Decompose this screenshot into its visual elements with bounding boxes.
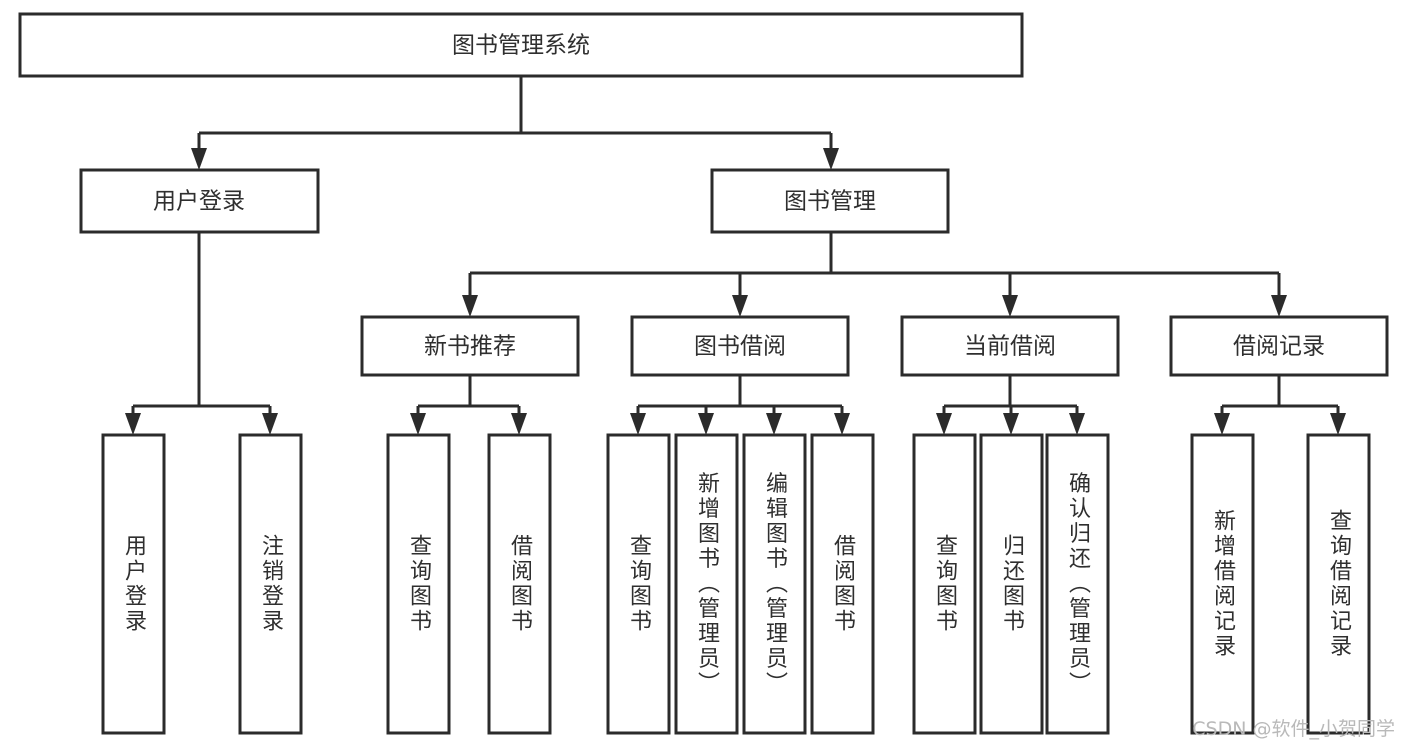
- connectors-login-to-leaves: [125, 232, 278, 435]
- arrow-to-current: [1002, 295, 1018, 317]
- arrow-to-b-query: [630, 413, 646, 435]
- node-leaf-newbook-query-box[interactable]: [386, 433, 451, 735]
- node-bookmgmt-label: 图书管理: [784, 189, 876, 215]
- node-leaf-borrow-query-label: 查询图书: [626, 534, 652, 634]
- arrow-to-c-confirm: [1069, 413, 1085, 435]
- connectors-current-to-leaves: [936, 375, 1085, 435]
- node-leaf-current-return[interactable]: 归还图书: [979, 433, 1044, 735]
- node-borrow-label: 图书借阅: [694, 334, 786, 360]
- connectors-borrow-to-leaves: [630, 375, 850, 435]
- node-bookmgmt-box[interactable]: [710, 168, 950, 234]
- arrow-to-n-query: [410, 413, 426, 435]
- node-records-box[interactable]: [1169, 315, 1389, 377]
- node-newbook-box[interactable]: [360, 315, 580, 377]
- arrow-to-l-login: [125, 413, 141, 435]
- arrow-to-c-query: [936, 413, 952, 435]
- node-root-label: 图书管理系统: [452, 33, 590, 59]
- connectors-newbook-to-leaves: [410, 375, 527, 435]
- node-leaf-user-login[interactable]: 用户登录: [101, 433, 166, 735]
- node-leaf-newbook-borrow-box[interactable]: [487, 433, 552, 735]
- node-leaf-current-confirm-box[interactable]: [1045, 433, 1110, 735]
- node-login-label: 用户登录: [153, 189, 245, 215]
- node-leaf-logout-label: 注销登录: [258, 534, 284, 634]
- node-leaf-borrow-edit-label: 编辑图书（管理员）: [762, 472, 788, 697]
- node-leaf-newbook-borrow-label: 借阅图书: [507, 534, 533, 634]
- node-leaf-borrow-add-label: 新增图书（管理员）: [694, 472, 720, 697]
- arrow-to-n-borrow: [511, 413, 527, 435]
- arrow-to-b-add: [698, 413, 714, 435]
- node-root[interactable]: 图书管理系统: [18, 12, 1024, 78]
- node-newbook-label: 新书推荐: [424, 334, 516, 360]
- node-leaf-newbook-borrow[interactable]: 借阅图书: [487, 433, 552, 735]
- connectors-records-to-leaves: [1214, 375, 1346, 435]
- node-leaf-current-return-label: 归还图书: [999, 534, 1025, 634]
- node-leaf-current-query-box[interactable]: [912, 433, 977, 735]
- node-login-box[interactable]: [79, 168, 320, 234]
- arrow-to-records: [1271, 295, 1287, 317]
- node-leaf-records-add-label: 新增借阅记录: [1210, 509, 1236, 659]
- node-leaf-current-confirm-label: 确认归还（管理员）: [1065, 472, 1091, 697]
- arrow-to-b-edit: [766, 413, 782, 435]
- node-leaf-borrow-edit-box[interactable]: [742, 433, 807, 735]
- arrow-root-to-bookmgmt: [823, 148, 839, 170]
- node-leaf-current-return-box[interactable]: [979, 433, 1044, 735]
- node-leaf-records-query-label: 查询借阅记录: [1326, 509, 1352, 659]
- arrow-to-borrow: [732, 295, 748, 317]
- node-records[interactable]: 借阅记录: [1169, 315, 1389, 377]
- arrow-to-r-add: [1214, 413, 1230, 435]
- node-root-box[interactable]: [18, 12, 1024, 78]
- node-login[interactable]: 用户登录: [79, 168, 320, 234]
- arrow-to-l-logout: [262, 413, 278, 435]
- node-bookmgmt[interactable]: 图书管理: [710, 168, 950, 234]
- node-leaf-borrow-borrow[interactable]: 借阅图书: [810, 433, 875, 735]
- node-leaf-borrow-edit[interactable]: 编辑图书（管理员）: [742, 433, 807, 735]
- node-leaf-borrow-query-box[interactable]: [606, 433, 671, 735]
- arrow-to-newbook: [462, 295, 478, 317]
- node-leaf-current-query[interactable]: 查询图书: [912, 433, 977, 735]
- node-leaf-records-query-box[interactable]: [1306, 433, 1371, 735]
- node-leaf-borrow-borrow-box[interactable]: [810, 433, 875, 735]
- node-newbook[interactable]: 新书推荐: [360, 315, 580, 377]
- node-leaf-logout[interactable]: 注销登录: [238, 433, 303, 735]
- connectors-root-to-level2: [191, 76, 839, 170]
- node-leaf-borrow-query[interactable]: 查询图书: [606, 433, 671, 735]
- arrow-to-r-query: [1330, 413, 1346, 435]
- node-current[interactable]: 当前借阅: [900, 315, 1120, 377]
- node-current-label: 当前借阅: [964, 334, 1056, 360]
- node-leaf-current-query-label: 查询图书: [932, 534, 958, 634]
- connectors-bookmgmt-to-level3: [462, 232, 1287, 317]
- arrow-to-c-return: [1003, 413, 1019, 435]
- node-borrow-box[interactable]: [630, 315, 850, 377]
- node-leaf-user-login-label: 用户登录: [121, 534, 147, 634]
- node-leaf-records-add-box[interactable]: [1190, 433, 1255, 735]
- arrow-root-to-login: [191, 148, 207, 170]
- node-leaf-borrow-borrow-label: 借阅图书: [830, 534, 856, 634]
- node-leaf-current-confirm[interactable]: 确认归还（管理员）: [1045, 433, 1110, 735]
- node-leaf-user-login-box[interactable]: [101, 433, 166, 735]
- node-leaf-newbook-query[interactable]: 查询图书: [386, 433, 451, 735]
- node-leaf-borrow-add[interactable]: 新增图书（管理员）: [674, 433, 739, 735]
- node-leaf-records-add[interactable]: 新增借阅记录: [1190, 433, 1255, 735]
- node-current-box[interactable]: [900, 315, 1120, 377]
- node-leaf-records-query[interactable]: 查询借阅记录: [1306, 433, 1371, 735]
- arrow-to-b-borrow: [834, 413, 850, 435]
- node-records-label: 借阅记录: [1233, 334, 1325, 360]
- node-leaf-logout-box[interactable]: [238, 433, 303, 735]
- node-leaf-newbook-query-label: 查询图书: [406, 534, 432, 634]
- node-leaf-borrow-add-box[interactable]: [674, 433, 739, 735]
- node-borrow[interactable]: 图书借阅: [630, 315, 850, 377]
